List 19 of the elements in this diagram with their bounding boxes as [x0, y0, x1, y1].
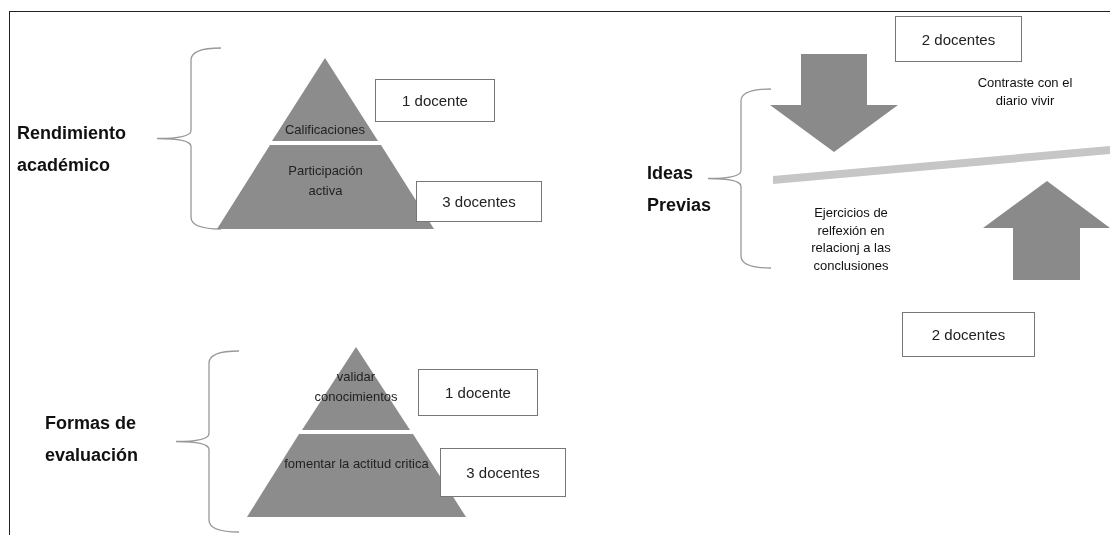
- pyramid-tier: [272, 58, 378, 141]
- pyramid-tier: [302, 347, 410, 430]
- pyramid-tier: [217, 145, 434, 229]
- count-box: 1 docente: [418, 369, 538, 416]
- tier-label: Participación activa: [287, 162, 364, 200]
- pyramid-tier: [247, 434, 466, 517]
- note-text: Contraste con el diario vivir: [976, 74, 1074, 110]
- category-heading: Ideas Previas: [647, 162, 713, 217]
- count-box: 3 docentes: [416, 181, 542, 222]
- count-box: 3 docentes: [440, 448, 566, 497]
- count-box: 1 docente: [375, 79, 495, 122]
- category-heading: Formas de evaluación: [45, 412, 140, 467]
- tier-label: fomentar la actitud critica: [284, 455, 429, 473]
- tier-label: Calificaciones: [284, 120, 366, 139]
- slanted-bar: [773, 146, 1110, 184]
- count-box: 2 docentes: [895, 16, 1022, 62]
- count-box: 2 docentes: [902, 312, 1035, 357]
- note-text: Ejercicios de relfexión en relacionj a las conclusiones: [810, 204, 892, 275]
- category-heading: Rendimiento académico: [17, 122, 127, 177]
